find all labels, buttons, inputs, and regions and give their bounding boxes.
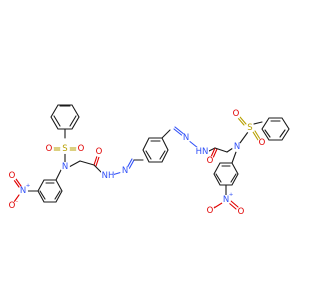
atom-o-right-1: O <box>231 109 241 119</box>
svg-text:N: N <box>62 162 68 172</box>
atom-n-hydrazone-right: N <box>181 133 191 143</box>
svg-text:O: O <box>207 156 214 166</box>
atom-o-left-2: O <box>76 144 86 154</box>
central-benzene-ring <box>142 137 169 163</box>
atom-n-hydrazone-left: N <box>120 166 130 176</box>
svg-text:+: + <box>26 183 31 189</box>
svg-text:O: O <box>9 171 16 181</box>
svg-text:N: N <box>20 186 26 196</box>
atom-n-right: N <box>232 142 242 152</box>
structure-canvas: S O O N O NH N N + O O - N <box>7 104 290 217</box>
svg-text:O: O <box>9 201 16 211</box>
atom-s-left: S <box>60 144 70 154</box>
svg-text:O: O <box>46 144 53 154</box>
atom-o-carbonyl-right: O <box>205 156 215 166</box>
svg-text:S: S <box>62 144 67 154</box>
svg-text:O: O <box>96 147 103 157</box>
svg-text:O: O <box>238 207 245 217</box>
atom-nitro-n-right: N + <box>221 192 234 205</box>
svg-text:O: O <box>207 206 214 216</box>
atom-n-left: N <box>60 162 70 172</box>
right-nitrophenyl-ring <box>213 162 239 186</box>
svg-text:N: N <box>183 133 189 143</box>
atom-hn-right: HN <box>196 147 209 157</box>
svg-text:-: - <box>214 204 216 210</box>
svg-text:O: O <box>233 109 240 119</box>
atom-nitro-n-left: N + <box>18 183 31 196</box>
svg-text:NH: NH <box>102 171 115 181</box>
atom-o-right-2: O <box>257 138 267 148</box>
atom-nitro-o-left-1: O <box>7 171 17 181</box>
atom-nh-left: NH <box>101 171 114 181</box>
svg-text:N: N <box>234 142 240 152</box>
left-nitrophenyl-ring <box>37 179 63 203</box>
svg-text:S: S <box>247 123 252 133</box>
molecule-structure: S O O N O NH N N + O O - N <box>7 104 290 217</box>
svg-text:N: N <box>223 195 229 205</box>
atom-nitro-o-left-2: O - <box>7 199 18 211</box>
svg-text:O: O <box>259 138 266 148</box>
svg-text:+: + <box>229 192 234 198</box>
svg-text:O: O <box>78 144 85 154</box>
svg-text:HN: HN <box>196 147 209 157</box>
atom-nitro-o-right-1: O - <box>205 204 216 216</box>
atom-nitro-o-right-2: O <box>236 207 246 217</box>
atom-o-carbonyl-left: O <box>94 147 104 157</box>
atom-s-right: S <box>245 123 255 133</box>
svg-text:-: - <box>16 199 18 205</box>
left-phenyl-ring <box>50 104 80 130</box>
svg-text:N: N <box>122 166 128 176</box>
atom-o-left-1: O <box>44 144 54 154</box>
right-phenyl-ring <box>261 117 290 141</box>
